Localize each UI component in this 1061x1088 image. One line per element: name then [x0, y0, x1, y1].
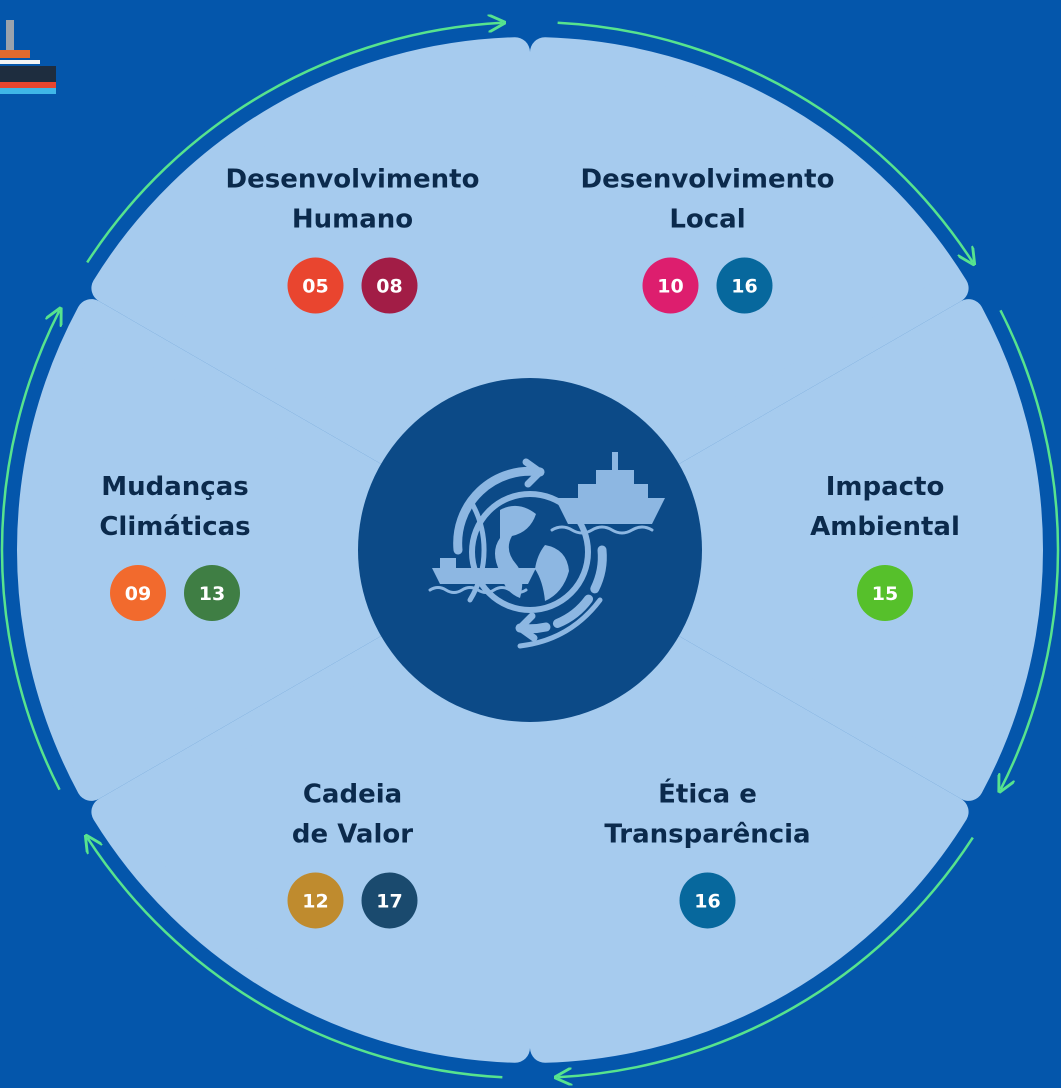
segment-title-line: Ambiental [810, 512, 960, 542]
cycle-arrow [87, 838, 503, 1079]
segment-title-line: Climáticas [99, 512, 250, 542]
segment-title-line: Humano [292, 205, 413, 235]
segment-title-line: Local [669, 205, 745, 235]
svg-text:10: 10 [657, 276, 683, 298]
globe-ship-cycle-icon [428, 452, 665, 649]
svg-text:16: 16 [731, 276, 757, 298]
segment-title-line: Impacto [826, 472, 945, 502]
cycle-arrow [557, 21, 973, 263]
ods-badge: 17 [361, 872, 418, 929]
ods-badge: 16 [679, 872, 736, 929]
segment-title-line: de Valor [292, 819, 413, 849]
ods-badge: 10 [642, 257, 699, 314]
cycle-arrow [558, 836, 974, 1078]
ods-badge: 13 [184, 565, 240, 621]
segment-title-line: Cadeia [303, 779, 402, 809]
cycle-arrow [1000, 309, 1060, 789]
svg-text:05: 05 [302, 276, 328, 298]
ods-badge: 12 [287, 872, 344, 929]
ods-badge: 15 [857, 565, 913, 621]
segment-title-line: Transparência [604, 819, 810, 849]
cycle-arrow [0, 310, 60, 791]
center-circle [358, 378, 702, 722]
svg-text:08: 08 [376, 276, 402, 298]
segment-title-line: Mudanças [101, 472, 248, 502]
ods-badge: 09 [110, 565, 166, 621]
ods-badge: 08 [361, 257, 418, 314]
cycle-arrow [86, 23, 502, 264]
ods-badge: 16 [716, 257, 773, 314]
segment-title-line: Desenvolvimento [581, 165, 835, 195]
segment-title-line: Desenvolvimento [226, 165, 480, 195]
svg-text:09: 09 [125, 583, 151, 605]
svg-text:16: 16 [694, 890, 720, 912]
svg-text:15: 15 [872, 583, 898, 605]
svg-text:12: 12 [302, 890, 328, 912]
segment-title-line: Ética e [658, 777, 757, 809]
ods-badge: 05 [287, 257, 344, 314]
svg-text:13: 13 [199, 583, 225, 605]
svg-text:17: 17 [376, 890, 402, 912]
ship-icon [0, 20, 56, 94]
cycle-arrows [0, 21, 1060, 1079]
